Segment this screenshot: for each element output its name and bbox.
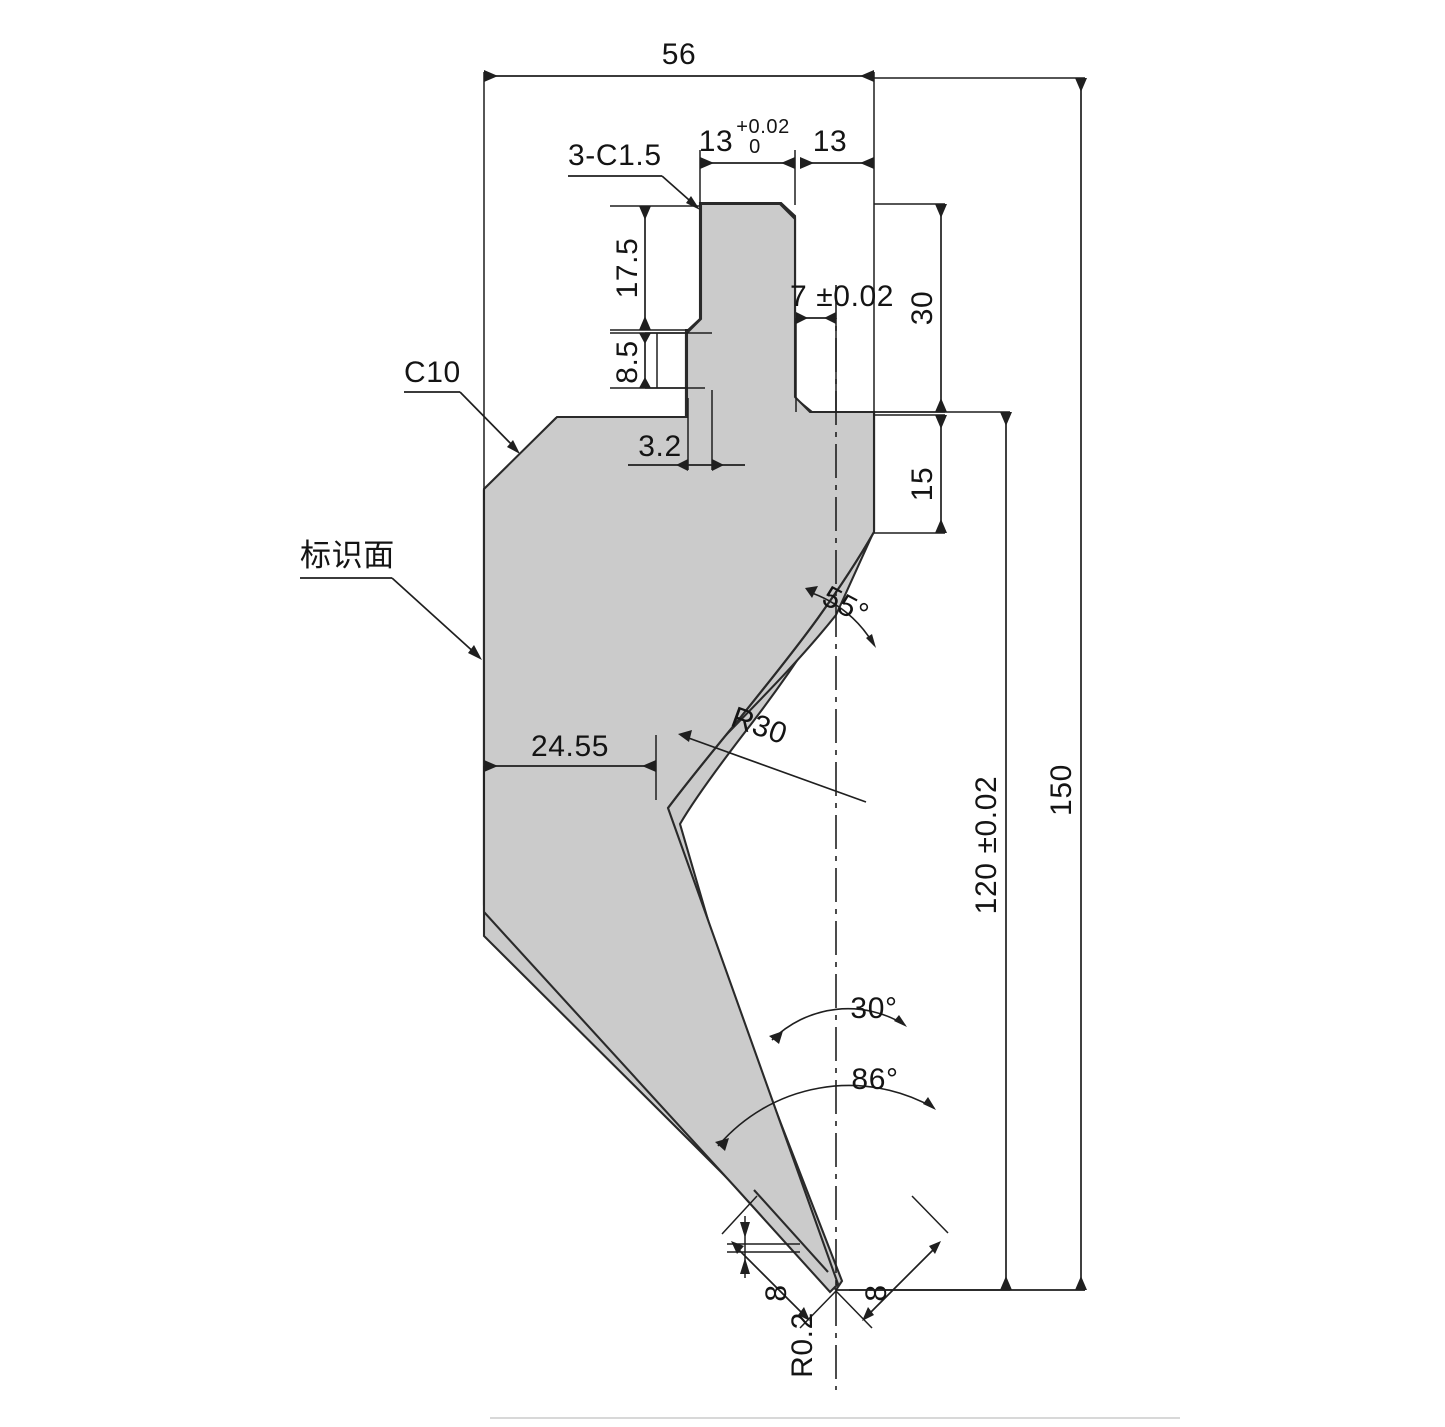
r30-concave-edge xyxy=(667,531,875,809)
dim-label-24p55: 24.55 xyxy=(531,730,609,763)
dim-angle-86: 86° xyxy=(715,1063,936,1151)
dim-label-15: 15 xyxy=(906,467,939,502)
dim-label-7: 7 ±0.02 xyxy=(790,280,894,313)
dim-label-13-right: 13 xyxy=(813,125,848,158)
dim-label-r0p2: R0.2 xyxy=(786,1312,819,1378)
dim-label-tip-right-8: 8 xyxy=(860,1284,893,1301)
dim-height-30: 30 xyxy=(874,203,947,413)
dim-slot-depth-3p2: 3.2 xyxy=(628,390,745,471)
dim-tang-height-17p5: 17.5 xyxy=(610,205,700,331)
dim-label-3p2: 3.2 xyxy=(638,430,682,463)
punch-geometry xyxy=(482,202,876,1294)
dim-label-30: 30 xyxy=(906,291,939,326)
note-label-marking-face: 标识面 xyxy=(300,538,395,573)
dim-label-56: 56 xyxy=(662,38,697,71)
dim-overall-width-56: 56 xyxy=(483,38,875,500)
dim-tip-right-8: 8 xyxy=(835,1195,949,1329)
dim-label-8p5: 8.5 xyxy=(611,340,644,384)
dim-label-17p5: 17.5 xyxy=(611,238,644,299)
dim-tang-13-left: 13 +0.02 0 xyxy=(699,116,796,205)
dim-tol-lower: 0 xyxy=(749,136,761,158)
note-c10: C10 xyxy=(404,356,520,454)
dim-slot-height-8p5: 8.5 xyxy=(610,332,688,389)
dim-label-86deg: 86° xyxy=(851,1063,898,1096)
dim-tang-thickness-7: 7 ±0.02 xyxy=(790,280,894,412)
safety-slot-outline xyxy=(645,332,712,389)
dim-label-120: 120 ±0.02 xyxy=(970,776,1003,915)
dim-angle-30: 30° xyxy=(769,992,907,1044)
note-label-c10: C10 xyxy=(404,356,461,389)
note-marking-face: 标识面 xyxy=(300,538,482,660)
dim-body-width-24p55: 24.55 xyxy=(483,730,657,800)
dim-tip-gap-small xyxy=(727,1216,800,1278)
dim-label-30deg: 30° xyxy=(850,992,897,1025)
dim-label-150: 150 xyxy=(1045,764,1078,816)
tip-facet-line xyxy=(753,1189,829,1273)
note-label-3-c1p5: 3-C1.5 xyxy=(568,139,662,172)
dim-label-tip-left-8: 8 xyxy=(760,1284,793,1301)
dim-tang-13-right: 13 xyxy=(800,125,874,169)
dim-tip-radius-r0p2: R0.2 xyxy=(786,1312,819,1378)
dim-tol-upper: +0.02 xyxy=(736,116,790,138)
dim-label-13-left: 13 xyxy=(699,125,734,158)
dim-height-15: 15 xyxy=(874,414,947,534)
note-3-c1p5: 3-C1.5 xyxy=(568,139,700,210)
dim-height-120: 120 ±0.02 xyxy=(836,411,1012,1291)
